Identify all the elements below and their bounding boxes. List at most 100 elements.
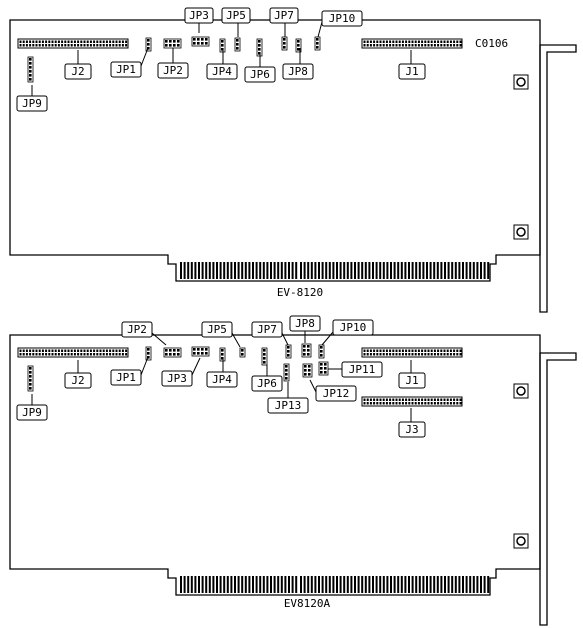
jumper-body — [191, 346, 210, 357]
jp3-jumper — [191, 346, 210, 357]
edge-finger — [234, 576, 236, 593]
jp5-jumper — [239, 347, 246, 358]
edge-finger — [433, 576, 436, 593]
edge-finger — [291, 576, 294, 593]
edge-finger — [270, 262, 272, 279]
edge-finger — [487, 576, 490, 593]
callout-jp6: JP6 — [244, 52, 276, 83]
jp5-jumper — [234, 37, 241, 52]
edge-finger — [234, 262, 236, 279]
edge-finger — [379, 576, 382, 593]
edge-finger — [208, 262, 211, 279]
edge-finger — [216, 262, 218, 279]
j2-connector — [17, 38, 129, 49]
label-jp5: JP5 — [226, 9, 246, 22]
edge-finger — [262, 576, 265, 593]
edge-finger — [415, 262, 418, 279]
edge-finger — [190, 576, 193, 593]
edge-finger — [357, 262, 360, 279]
edge-finger — [418, 262, 421, 279]
edge-finger — [318, 576, 320, 593]
edge-finger — [325, 576, 328, 593]
edge-finger — [368, 576, 371, 593]
label-j2: J2 — [71, 374, 84, 387]
edge-finger — [375, 262, 378, 279]
edge-finger — [350, 576, 353, 593]
edge-finger — [436, 262, 439, 279]
edge-finger — [187, 576, 190, 593]
edge-finger — [255, 576, 258, 593]
edge-finger — [454, 576, 457, 593]
edge-finger — [444, 262, 446, 279]
edge-finger — [291, 262, 294, 279]
callout-jp7: JP7 — [269, 7, 299, 37]
edge-finger — [354, 262, 356, 279]
edge-finger — [480, 576, 482, 593]
jp9-jumper — [27, 365, 34, 392]
jumper-body — [191, 36, 210, 47]
header-body — [17, 347, 129, 358]
edge-finger — [288, 576, 290, 593]
jp9-jumper — [27, 56, 34, 83]
label-jp12: JP12 — [323, 387, 350, 400]
edge-finger — [404, 262, 407, 279]
edge-finger — [339, 576, 342, 593]
edge-finger — [190, 262, 193, 279]
edge-finger — [350, 262, 353, 279]
label-jp6: JP6 — [250, 68, 270, 81]
edge-finger — [469, 262, 472, 279]
edge-finger — [223, 576, 226, 593]
edge-finger — [237, 262, 240, 279]
edge-finger — [262, 262, 265, 279]
edge-finger — [393, 262, 396, 279]
jp7-jumper — [285, 344, 292, 359]
edge-finger — [361, 576, 364, 593]
jumper-body — [27, 365, 34, 392]
edge-finger — [280, 576, 283, 593]
edge-finger — [252, 576, 254, 593]
callout-j2: J2 — [64, 50, 92, 80]
edge-finger — [433, 262, 436, 279]
edge-finger — [418, 576, 421, 593]
callout-jp12: JP12 — [309, 379, 357, 402]
edge-finger — [212, 262, 215, 279]
edge-finger — [343, 262, 346, 279]
edge-finger — [194, 576, 197, 593]
label-jp11: JP11 — [349, 363, 376, 376]
edge-finger — [429, 576, 432, 593]
edge-finger — [280, 262, 283, 279]
label-jp9: JP9 — [22, 406, 42, 419]
edge-finger — [364, 576, 367, 593]
edge-finger — [270, 576, 272, 593]
edge-finger — [259, 262, 262, 279]
edge-finger — [393, 576, 396, 593]
callout-jp8: JP8 — [282, 48, 314, 80]
edge-finger — [255, 262, 258, 279]
edge-finger — [252, 262, 254, 279]
callout-j1: J1 — [398, 360, 426, 389]
callout-jp10: JP10 — [321, 319, 374, 346]
edge-finger — [183, 262, 186, 279]
edge-finger — [266, 576, 269, 593]
label-jp2: JP2 — [127, 323, 147, 336]
jp2-jumper — [163, 347, 182, 358]
edge-finger — [307, 576, 310, 593]
label-jp9: JP9 — [22, 97, 42, 110]
jp6-jumper — [261, 347, 268, 366]
jumper-body — [27, 56, 34, 83]
edge-finger — [357, 576, 360, 593]
board-ev8120a: JP2 JP5 JP7 JP8 JP10 JP11 — [9, 315, 577, 626]
edge-finger — [300, 576, 302, 593]
label-jp8: JP8 — [288, 65, 308, 78]
label-j2: J2 — [71, 65, 84, 78]
label-jp6: JP6 — [257, 377, 277, 390]
edge-finger — [223, 262, 226, 279]
edge-finger — [328, 262, 331, 279]
edge-finger — [458, 576, 461, 593]
edge-finger — [462, 576, 464, 593]
edge-finger — [390, 576, 392, 593]
edge-finger — [422, 576, 425, 593]
callout-jp6: JP6 — [251, 365, 283, 392]
jumper-body — [163, 347, 182, 358]
